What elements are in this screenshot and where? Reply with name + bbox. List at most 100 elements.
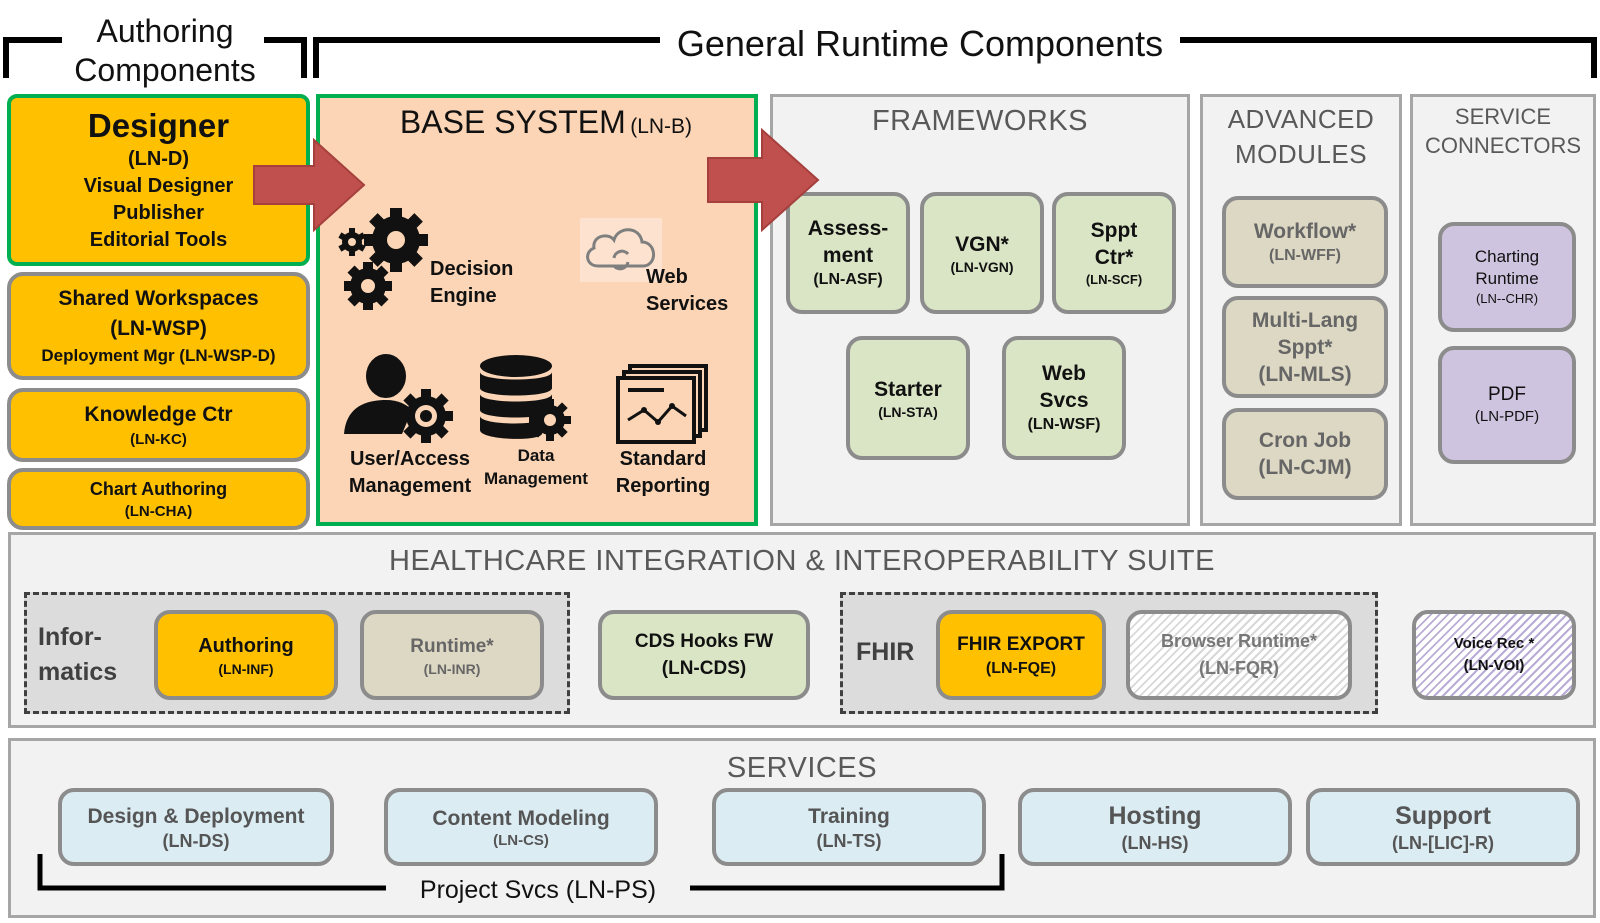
training-box[interactable]: Training (LN-TS) (712, 788, 986, 866)
voice-rec-box[interactable]: Voice Rec * (LN-VOI) (1412, 610, 1576, 700)
authoring-header-line-2: Components (74, 52, 256, 88)
charting-runtime-box[interactable]: Charting Runtime (LN--CHR) (1438, 222, 1576, 332)
authoring-components-header: Authoring Components (70, 12, 260, 90)
browser-runtime-box[interactable]: Browser Runtime* (LN-FQR) (1126, 610, 1352, 700)
arrow-base-to-frameworks (707, 128, 820, 232)
service-connectors-title: SERVICE CONNECTORS (1410, 102, 1596, 160)
shared-workspaces-title: Shared Workspaces (58, 287, 259, 310)
user-gear-icon (344, 354, 453, 443)
project-svcs-label: Project Svcs (LN-PS) (419, 876, 657, 904)
base-system-title: BASE SYSTEM (399, 104, 626, 140)
base-system-panel (316, 94, 758, 526)
decision-engine-label: Decision Engine (430, 256, 513, 310)
reporting-line-1: Standard (619, 448, 707, 470)
informatics-line-1: Infor- (38, 623, 102, 651)
cron-job-box[interactable]: Cron Job (LN-CJM) (1222, 408, 1388, 500)
websvcs-line-2: Svcs (1039, 389, 1089, 412)
voice-line: Voice Rec * (1453, 635, 1535, 652)
starter-code: (LN-STA) (878, 403, 938, 420)
advanced-modules-title: ADVANCED MODULES (1200, 102, 1402, 172)
content-modeling-box[interactable]: Content Modeling (LN-CS) (384, 788, 658, 866)
inf-authoring-code: (LN-INF) (218, 660, 274, 677)
support-code: (LN-[LIC]-R) (1392, 833, 1494, 853)
sppt-ctr-box[interactable]: Sppt Ctr* (LN-SCF) (1052, 192, 1176, 314)
knowledge-ctr-code: (LN-KC) (130, 430, 187, 448)
knowledge-ctr-box[interactable]: Knowledge Ctr (LN-KC) (7, 388, 310, 462)
informatics-line-2: matics (38, 658, 118, 686)
designer-code: (LN-D) (127, 148, 190, 170)
cds-code: (LN-CDS) (661, 658, 747, 679)
browser-runtime-line: Browser Runtime* (1160, 631, 1318, 651)
fhir-export-line: FHIR EXPORT (957, 633, 1085, 655)
informatics-runtime-box[interactable]: Runtime* (LN-INR) (360, 610, 544, 700)
sppt-line-2: Ctr* (1094, 246, 1134, 269)
standard-reporting-label: Standard Reporting (610, 446, 716, 500)
project-svcs-bracket (37, 854, 1005, 891)
vgn-box[interactable]: VGN* (LN-VGN) (920, 192, 1044, 314)
browser-runtime-code: (LN-FQR) (1199, 658, 1279, 678)
database-gear-icon (480, 355, 571, 441)
data-management-label: Data Management (478, 444, 594, 490)
multilang-code: (LN-MLS) (1258, 362, 1352, 386)
assessment-code: (LN-ASF) (813, 271, 883, 288)
web-svcs-box[interactable]: Web Svcs (LN-WSF) (1002, 336, 1126, 460)
decision-line-1: Decision (430, 258, 514, 280)
design-code: (LN-DS) (162, 830, 230, 851)
websvcs-code: (LN-WSF) (1027, 416, 1101, 433)
user-line-1: User/Access (349, 448, 471, 470)
report-chart-icon (616, 364, 708, 444)
advanced-title-line-1: ADVANCED (1227, 104, 1375, 134)
reporting-line-2: Reporting (615, 475, 711, 497)
multi-lang-box[interactable]: Multi-Lang Sppt* (LN-MLS) (1222, 296, 1388, 398)
advanced-title-line-2: MODULES (1234, 139, 1368, 169)
sppt-line-1: Sppt (1090, 219, 1138, 242)
cds-line: CDS Hooks FW (634, 631, 774, 652)
voice-code: (LN-VOI) (1463, 657, 1525, 674)
fhir-export-box[interactable]: FHIR EXPORT (LN-FQE) (936, 610, 1106, 700)
charting-code: (LN--CHR) (1475, 291, 1539, 306)
workflow-line: Workflow* (1253, 219, 1357, 243)
cloud-sync-icon (580, 218, 662, 282)
inf-runtime-line: Runtime* (410, 635, 494, 657)
workflow-box[interactable]: Workflow* (LN-WFF) (1222, 196, 1388, 288)
content-code: (LN-CS) (493, 831, 549, 849)
hiis-title: HEALTHCARE INTEGRATION & INTEROPERABILIT… (389, 545, 1215, 577)
designer-visual: Visual Designer (83, 175, 234, 197)
knowledge-ctr-title: Knowledge Ctr (84, 402, 233, 426)
base-system-heading: BASE SYSTEM (LN-B) (396, 104, 696, 141)
support-box[interactable]: Support (LN-[LIC]-R) (1306, 788, 1580, 866)
web-line-2: Services (646, 293, 729, 315)
pdf-line: PDF (1488, 384, 1526, 405)
connectors-title-line-1: SERVICE (1454, 104, 1552, 129)
informatics-authoring-box[interactable]: Authoring (LN-INF) (154, 610, 338, 700)
hosting-line: Hosting (1108, 802, 1202, 830)
frameworks-title: FRAMEWORKS (871, 105, 1089, 137)
pdf-box[interactable]: PDF (LN-PDF) (1438, 346, 1576, 464)
starter-box[interactable]: Starter (LN-STA) (846, 336, 970, 460)
content-line: Content Modeling (432, 806, 610, 830)
assessment-box[interactable]: Assess- ment (LN-ASF) (786, 192, 910, 314)
designer-title: Designer (87, 107, 230, 144)
multilang-line-2: Sppt* (1277, 335, 1333, 359)
vgn-line: VGN* (955, 232, 1009, 256)
designer-box[interactable]: Designer (LN-D) Visual Designer Publishe… (7, 94, 310, 266)
sppt-code: (LN-SCF) (1085, 272, 1143, 287)
chart-authoring-code: (LN-CHA) (124, 502, 193, 520)
chart-authoring-box[interactable]: Chart Authoring (LN-CHA) (7, 468, 310, 530)
web-services-label: Web Services (646, 264, 728, 318)
multilang-line-1: Multi-Lang (1251, 308, 1359, 332)
hosting-box[interactable]: Hosting (LN-HS) (1018, 788, 1292, 866)
shared-workspaces-box[interactable]: Shared Workspaces (LN-WSP) Deployment Mg… (7, 272, 310, 380)
inf-runtime-code: (LN-INR) (423, 660, 481, 677)
design-deployment-box[interactable]: Design & Deployment (LN-DS) (58, 788, 334, 866)
charting-line-1: Charting (1474, 247, 1540, 266)
training-line: Training (808, 804, 890, 828)
services-title: SERVICES (726, 752, 878, 784)
inf-authoring-line: Authoring (198, 634, 294, 657)
support-line: Support (1395, 802, 1491, 830)
workflow-code: (LN-WFF) (1269, 246, 1341, 264)
arrow-designer-to-base (253, 138, 366, 232)
web-line-1: Web (646, 266, 688, 288)
cds-hooks-box[interactable]: CDS Hooks FW (LN-CDS) (598, 610, 810, 700)
connectors-title-line-2: CONNECTORS (1424, 133, 1582, 158)
